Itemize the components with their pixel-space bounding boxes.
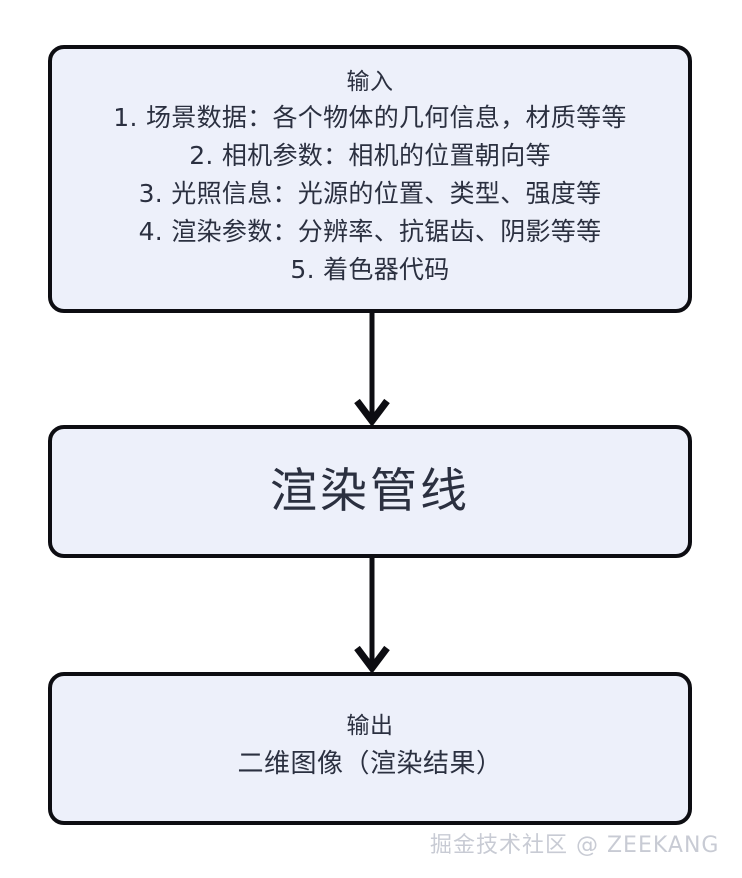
node-input-line-5: 5. 着色器代码 <box>290 255 450 284</box>
node-pipeline-title: 渲染管线 <box>270 463 470 519</box>
down-arrow-icon <box>354 558 390 672</box>
flow-node-output: 输出 二维图像（渲染结果） <box>48 672 692 825</box>
node-output-title: 输出 <box>346 712 394 739</box>
flow-arrow-pipeline-to-output <box>344 558 400 672</box>
node-input-line-4: 4. 渲染参数：分辨率、抗锯齿、阴影等等 <box>138 217 602 246</box>
node-input-title: 输入 <box>346 69 394 95</box>
node-input-line-3: 3. 光照信息：光源的位置、类型、强度等 <box>138 179 602 208</box>
node-input-line-2: 2. 相机参数：相机的位置朝向等 <box>189 141 551 170</box>
flow-node-input: 输入 1. 场景数据：各个物体的几何信息，材质等等 2. 相机参数：相机的位置朝… <box>48 45 692 313</box>
flow-arrow-input-to-pipeline <box>344 313 400 425</box>
flow-node-pipeline: 渲染管线 <box>48 425 692 558</box>
down-arrow-icon <box>354 313 390 425</box>
node-output-line-1: 二维图像（渲染结果） <box>237 748 503 779</box>
node-input-line-1: 1. 场景数据：各个物体的几何信息，材质等等 <box>113 103 627 132</box>
watermark: 掘金技术社区 @ ZEEKANG <box>430 833 720 858</box>
